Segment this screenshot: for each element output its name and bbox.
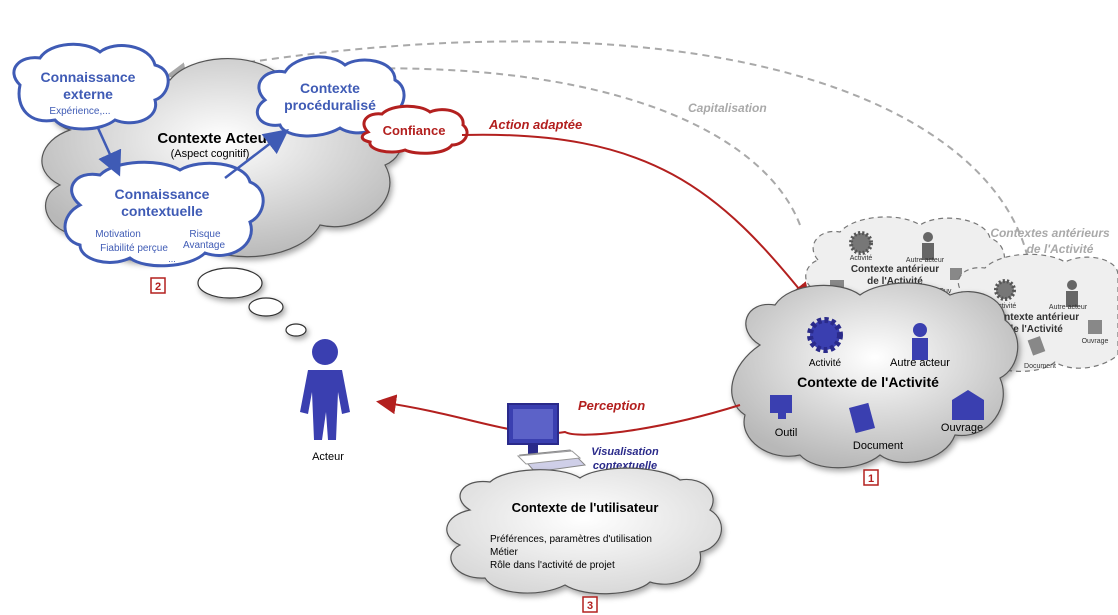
- badge-1-label: 1: [868, 473, 874, 485]
- badge-1: 1: [863, 469, 879, 486]
- external-knowledge-cloud: [12, 42, 170, 131]
- action-label: Action adaptée: [488, 117, 582, 132]
- tool-label: Outil: [775, 427, 798, 439]
- badge-2-label: 2: [155, 281, 161, 293]
- badge-3-label: 3: [587, 600, 593, 612]
- front-document-label: Document: [1024, 363, 1056, 370]
- trust-cloud: [360, 104, 469, 155]
- contextual-knowledge-line1: Connaissance: [115, 186, 210, 202]
- work-house-icon: [952, 390, 984, 420]
- previous-contexts-heading-line1: Contextes antérieurs: [990, 226, 1110, 240]
- back-work-icon: [950, 268, 962, 280]
- front-work-icon: [1088, 320, 1102, 334]
- trust-label: Confiance: [383, 123, 446, 138]
- computer-icon: [507, 403, 587, 473]
- external-knowledge-line2: externe: [63, 86, 113, 102]
- front-other-actor-icon: [1066, 280, 1078, 307]
- back-other-actor-icon: [922, 232, 934, 260]
- perception-label: Perception: [578, 398, 645, 413]
- contextual-item-motivation: Motivation: [95, 229, 141, 240]
- back-activity-gear-icon: [849, 231, 873, 255]
- user-context-title: Contexte de l'utilisateur: [512, 500, 659, 515]
- contextual-item-reliability: Fiabilité perçue: [100, 243, 168, 254]
- user-context-role: Rôle dans l'activité de projet: [490, 560, 615, 571]
- contextual-item-risk: Risque: [189, 229, 221, 240]
- front-document-icon: [1027, 336, 1046, 356]
- external-knowledge-detail: Expérience,...: [49, 106, 110, 117]
- user-context-preferences: Préférences, paramètres d'utilisation: [490, 534, 652, 545]
- badge-2: 2: [150, 277, 166, 294]
- proceduralized-line2: procéduralisé: [284, 97, 376, 113]
- document-label: Document: [853, 440, 903, 452]
- actor-figure: [300, 339, 350, 440]
- tool-monitor-icon: [770, 395, 792, 419]
- work-label: Ouvrage: [941, 422, 983, 434]
- other-actor-icon: [912, 323, 928, 360]
- perception-arrow: [376, 394, 741, 436]
- activity-context-title: Contexte de l'Activité: [797, 374, 939, 390]
- capitalisation-label: Capitalisation: [688, 101, 767, 115]
- document-icon: [848, 402, 876, 434]
- contextual-item-ellipsis: ...: [168, 254, 176, 264]
- front-card-title-line2: de l'Activité: [1007, 324, 1063, 335]
- other-actor-label: Autre acteur: [890, 357, 950, 369]
- external-knowledge-line1: Connaissance: [41, 69, 136, 85]
- back-card-title-line1: Contexte antérieur: [851, 264, 939, 275]
- actor-context-subtitle: (Aspect cognitif): [171, 148, 250, 160]
- contextual-knowledge-cloud: [63, 160, 265, 268]
- proceduralized-line1: Contexte: [300, 80, 360, 96]
- user-context-cloud: [446, 467, 722, 595]
- previous-contexts-heading-line2: de l'Activité: [1027, 242, 1094, 256]
- back-other-actor-label: Autre acteur: [906, 257, 945, 264]
- activity-gear-icon: [807, 317, 843, 353]
- back-tool-icon: [830, 280, 844, 291]
- action-arrow: [461, 133, 811, 304]
- user-context-job: Métier: [490, 547, 518, 558]
- actor-label: Acteur: [312, 451, 344, 463]
- knowledge-flow-arrows: [96, 127, 289, 179]
- visualisation-line1: Visualisation: [591, 446, 659, 458]
- badge-3: 3: [582, 596, 598, 613]
- thought-bubbles: [197, 267, 307, 337]
- front-activity-label: Activité: [994, 303, 1017, 310]
- front-other-actor-label: Autre acteur: [1049, 304, 1088, 311]
- front-work-label: Ouvrage: [1082, 338, 1109, 345]
- contextual-item-advantage: Avantage: [183, 240, 226, 251]
- back-card-title-line2: de l'Activité: [867, 276, 923, 287]
- front-card-title-line1: Contexte antérieur: [991, 312, 1079, 323]
- activity-context-cloud: [731, 282, 1019, 469]
- actor-context-title: Contexte Acteur: [157, 130, 272, 147]
- activity-label: Activité: [809, 358, 842, 369]
- back-activity-label: Activité: [850, 255, 873, 262]
- contextual-knowledge-line2: contextuelle: [121, 203, 203, 219]
- front-activity-gear-icon: [994, 279, 1016, 301]
